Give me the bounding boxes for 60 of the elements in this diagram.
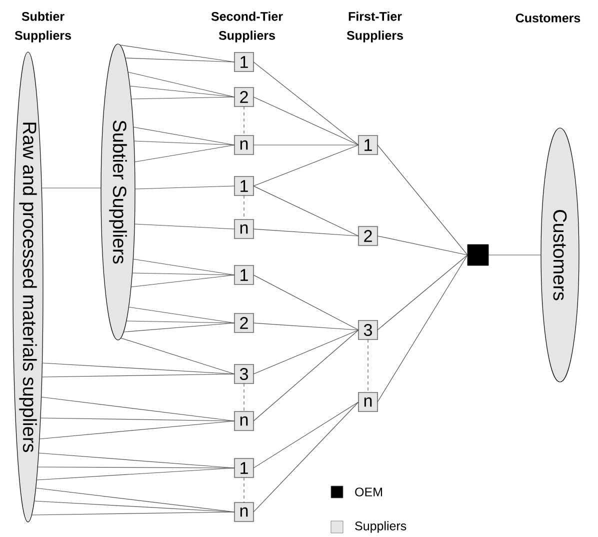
connector-line <box>31 512 235 516</box>
column-heading: Customers <box>516 14 580 22</box>
connector-line <box>253 62 359 146</box>
connector-line <box>253 402 359 468</box>
connector-line <box>123 322 235 332</box>
column-heading: Subtier Suppliers <box>14 12 71 42</box>
supplier-box: 1 <box>234 176 254 196</box>
connector-line <box>253 322 359 330</box>
connector-line <box>127 72 235 98</box>
connector-line <box>132 272 235 276</box>
connector-line <box>133 140 235 146</box>
connector-line <box>253 330 359 422</box>
connector-line <box>377 254 468 330</box>
supplier-box: n <box>234 219 254 239</box>
supplier-box: n <box>234 502 254 522</box>
connector-line <box>37 466 235 468</box>
connector-line <box>126 320 235 324</box>
supplier-box: 3 <box>234 364 254 384</box>
connector-line <box>36 468 235 480</box>
supplier-box: 2 <box>358 226 378 246</box>
connector-line <box>253 330 359 374</box>
supplier-box: 1 <box>234 52 254 72</box>
connector-line <box>253 274 359 330</box>
connector-line <box>132 258 235 276</box>
connector-line <box>134 224 235 230</box>
legend-label: Suppliers <box>355 521 406 533</box>
connector-line <box>40 418 235 422</box>
oem-square <box>467 244 489 266</box>
connector-line <box>253 228 359 236</box>
connector-line <box>488 254 542 256</box>
connector-line <box>130 96 235 100</box>
connector-line <box>130 274 235 288</box>
supplier-box: 1 <box>358 135 378 155</box>
connector-line <box>253 144 359 186</box>
connector-line <box>253 186 359 236</box>
connector-line <box>41 374 235 378</box>
connector-line <box>253 402 359 512</box>
column-heading: Second-Tier Suppliers <box>211 12 283 42</box>
supplier-box: 1 <box>234 265 254 285</box>
supplier-box: n <box>234 135 254 155</box>
connector-line <box>124 58 235 62</box>
connector-line <box>377 236 468 256</box>
connector-line <box>134 144 235 162</box>
supplier-box: 1 <box>234 458 254 478</box>
connector-line <box>120 338 235 374</box>
connector-line <box>132 126 235 146</box>
connector-line <box>377 254 468 402</box>
connector-line <box>38 420 235 440</box>
supplier-box: 2 <box>234 87 254 107</box>
column-heading: First-Tier Suppliers <box>346 12 403 42</box>
connector-line <box>377 144 468 256</box>
connector-line <box>128 306 235 324</box>
supplier-box: 2 <box>234 313 254 333</box>
legend-label: OEM <box>355 488 382 496</box>
connector-line <box>253 144 359 146</box>
supplier-box: 3 <box>358 320 378 340</box>
supplier-box: n <box>234 411 254 431</box>
connector-line <box>134 186 235 190</box>
supplier-box: n <box>358 392 378 412</box>
connector-line <box>253 96 359 146</box>
